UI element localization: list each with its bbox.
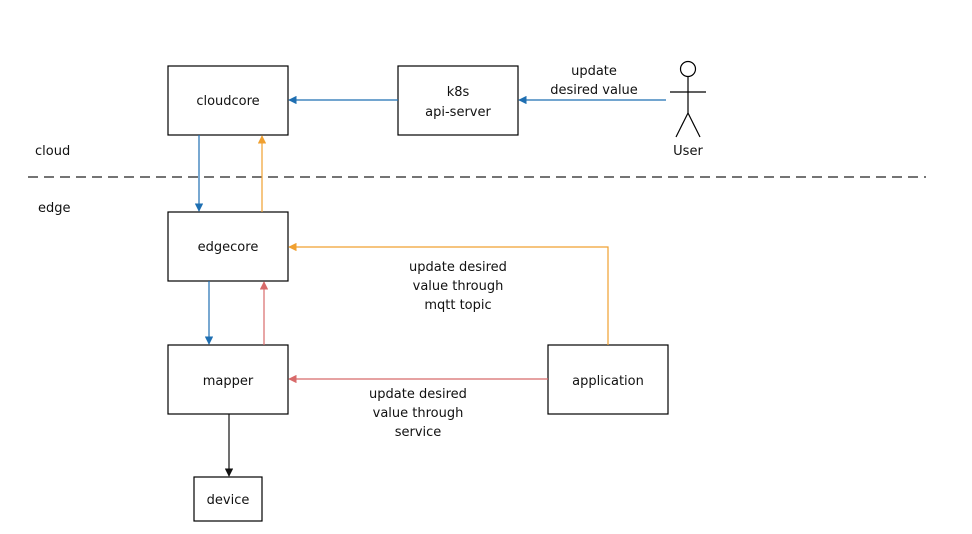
mapper-label: mapper — [203, 374, 254, 389]
arrow-application-to-edgecore — [288, 242, 609, 345]
zone-label-cloud: cloud — [35, 144, 70, 159]
device-label: device — [207, 493, 250, 508]
user-update-label-line2: desired value — [550, 83, 638, 98]
mqtt-update-label-line3: mqtt topic — [424, 298, 491, 313]
service-update-label-line1: update desired — [369, 387, 467, 402]
zone-label-edge: edge — [38, 201, 71, 216]
edgecore-label: edgecore — [198, 240, 259, 255]
k8s-api-server-node: k8s api-server — [397, 65, 519, 136]
k8s-label: k8s — [447, 85, 470, 100]
edgecore-node: edgecore — [167, 211, 289, 282]
mapper-node: mapper — [167, 344, 289, 415]
user-actor-icon — [670, 60, 706, 138]
api-server-label: api-server — [425, 105, 491, 120]
service-update-label-line3: service — [395, 425, 442, 440]
cloudcore-label: cloudcore — [196, 94, 259, 109]
service-update-label-line2: value through — [373, 406, 464, 421]
application-label: application — [572, 374, 644, 389]
mqtt-update-label-line1: update desired — [409, 260, 507, 275]
application-node: application — [547, 344, 669, 415]
user-update-label-line1: update — [571, 64, 617, 79]
cloudcore-node: cloudcore — [167, 65, 289, 136]
user-label: User — [673, 144, 703, 159]
mqtt-update-label-line2: value through — [413, 279, 504, 294]
device-node: device — [193, 476, 263, 522]
